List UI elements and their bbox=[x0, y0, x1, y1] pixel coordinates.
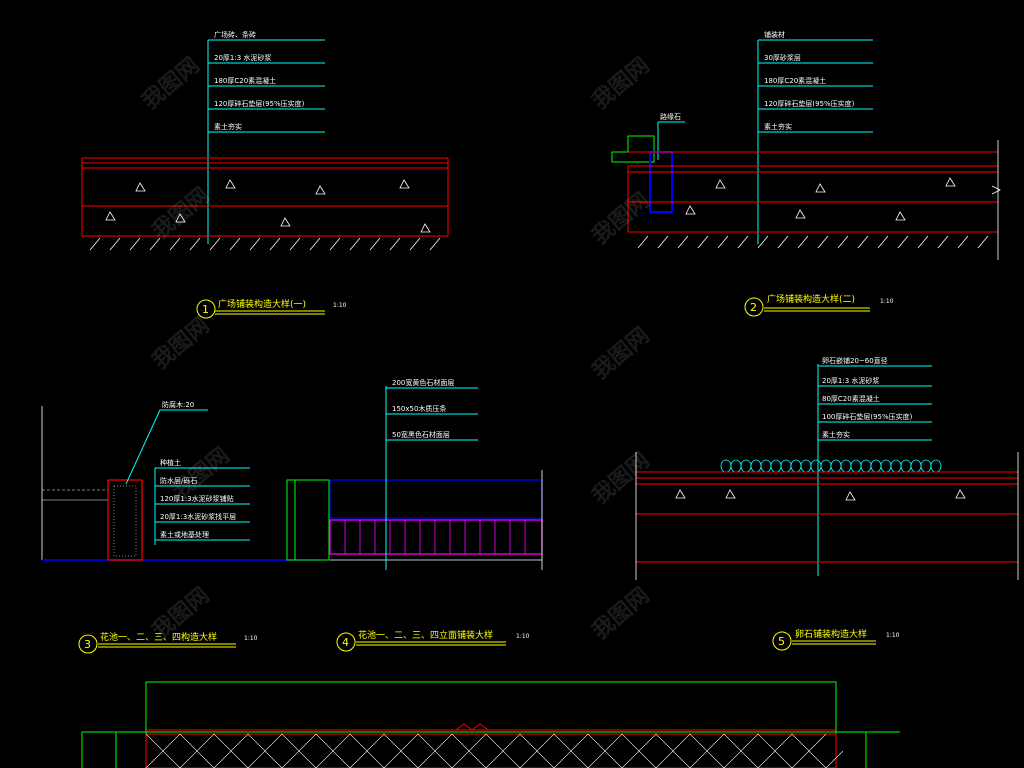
watermark: 我图网 bbox=[588, 53, 655, 115]
watermark: 我图网 bbox=[588, 323, 655, 385]
detail-4: 200宽黄色石材面层 150x50木质压条 50宽黑色石材面层 4 花池一、二、… bbox=[286, 378, 543, 652]
detail-2-layer-3: 180厚C20素混凝土 bbox=[764, 76, 826, 85]
detail-5-layer-4: 100厚碎石垫层(95%压实度) bbox=[822, 412, 913, 421]
detail-5-layer-5: 素土夯实 bbox=[822, 430, 850, 439]
detail-4-layer-1: 200宽黄色石材面层 bbox=[392, 378, 454, 387]
detail-5-title: 卵石铺装构造大样 bbox=[795, 628, 867, 640]
detail-3: 防腐木:20 种植土 防水层/砾石 120厚1:3水泥砂浆铺贴 20厚1:3水泥… bbox=[41, 400, 320, 654]
detail-2-curb-label: 路缘石 bbox=[660, 112, 681, 121]
watermark-layer: 我图网 我图网 我图网 我图网 我图网 我图网 我图网 我图网 我图网 我图网 bbox=[138, 53, 655, 645]
watermark: 我图网 bbox=[138, 53, 205, 115]
detail-3-layer-5: 素土或地基处理 bbox=[160, 530, 209, 539]
detail-5-number: 5 bbox=[778, 635, 785, 648]
detail-1-scale: 1:10 bbox=[333, 302, 347, 309]
watermark: 我图网 bbox=[148, 183, 215, 245]
detail-2-scale: 1:10 bbox=[880, 298, 894, 305]
detail-4-title: 花池一、二、三、四立面铺装大样 bbox=[358, 629, 493, 641]
detail-5-layer-1: 卵石嵌铺20~60直径 bbox=[822, 356, 888, 365]
detail-2-number: 2 bbox=[750, 301, 757, 314]
detail-1-layer-3: 180厚C20素混凝土 bbox=[214, 76, 276, 85]
watermark: 我图网 bbox=[148, 313, 215, 375]
detail-4-number: 4 bbox=[342, 636, 349, 649]
detail-3-wall-label: 防腐木:20 bbox=[162, 400, 194, 409]
detail-5: 卵石嵌铺20~60直径 20厚1:3 水泥砂浆 80厚C20素混凝土 100厚碎… bbox=[635, 356, 1019, 651]
bottom-partial-detail bbox=[81, 681, 900, 768]
watermark: 我图网 bbox=[588, 448, 655, 510]
detail-2-title: 广场铺装构造大样(二) bbox=[767, 293, 855, 305]
detail-4-layer-3: 50宽黑色石材面层 bbox=[392, 430, 450, 439]
detail-2-layer-5: 素土夯实 bbox=[764, 122, 792, 131]
detail-1-title: 广场铺装构造大样(一) bbox=[218, 298, 306, 310]
detail-2-layer-4: 120厚碎石垫层(95%压实度) bbox=[764, 99, 855, 108]
detail-3-number: 3 bbox=[84, 638, 91, 651]
detail-5-layer-3: 80厚C20素混凝土 bbox=[822, 394, 880, 403]
detail-1-layer-4: 120厚碎石垫层(95%压实度) bbox=[214, 99, 305, 108]
detail-2-layer-1: 铺装材 bbox=[764, 30, 785, 39]
detail-3-scale: 1:10 bbox=[244, 635, 258, 642]
detail-3-layer-4: 20厚1:3水泥砂浆找平层 bbox=[160, 512, 236, 521]
detail-2: 铺装材 30厚砂浆层 180厚C20素混凝土 120厚碎石垫层(95%压实度) … bbox=[611, 30, 1001, 317]
detail-3-title: 花池一、二、三、四构造大样 bbox=[100, 631, 217, 643]
detail-3-layer-1: 种植土 bbox=[160, 458, 181, 467]
detail-5-scale: 1:10 bbox=[886, 632, 900, 639]
detail-1-number: 1 bbox=[202, 303, 209, 316]
watermark: 我图网 bbox=[588, 583, 655, 645]
detail-5-layer-2: 20厚1:3 水泥砂浆 bbox=[822, 376, 879, 385]
detail-2-layer-2: 30厚砂浆层 bbox=[764, 53, 801, 62]
detail-4-scale: 1:10 bbox=[516, 633, 530, 640]
detail-1-layer-5: 素土夯实 bbox=[214, 122, 242, 131]
detail-1-layer-2: 20厚1:3 水泥砂浆 bbox=[214, 53, 271, 62]
detail-1: 广场砖、条砖 20厚1:3 水泥砂浆 180厚C20素混凝土 120厚碎石垫层(… bbox=[81, 30, 449, 319]
detail-4-layer-2: 150x50木质压条 bbox=[392, 404, 446, 413]
detail-3-layer-2: 防水层/砾石 bbox=[160, 476, 197, 485]
detail-3-layer-3: 120厚1:3水泥砂浆铺贴 bbox=[160, 494, 234, 503]
detail-1-layer-1: 广场砖、条砖 bbox=[214, 30, 256, 39]
